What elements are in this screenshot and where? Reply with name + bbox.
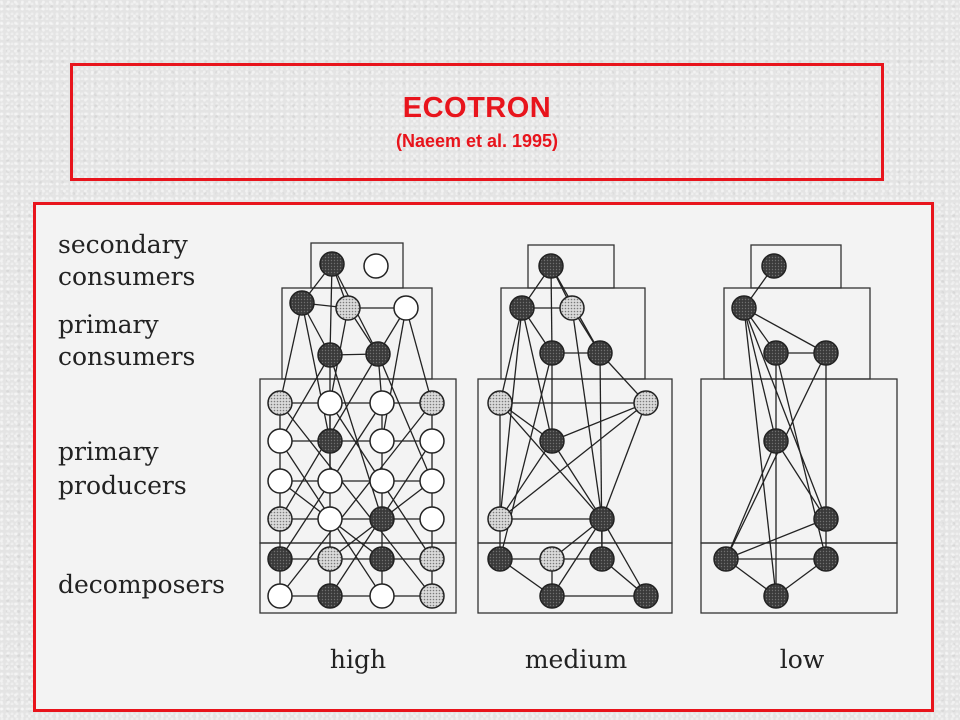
species-node xyxy=(763,428,789,454)
species-node xyxy=(539,583,565,609)
species-node xyxy=(335,295,361,321)
species-node xyxy=(813,340,839,366)
species-node xyxy=(559,295,585,321)
figure-box: secondary consumers primary consumers pr… xyxy=(33,202,934,712)
label-low: low xyxy=(780,645,825,674)
species-node xyxy=(369,546,395,572)
species-node xyxy=(267,390,293,416)
species-node xyxy=(419,468,445,494)
species-node xyxy=(813,546,839,572)
species-node xyxy=(763,340,789,366)
species-node xyxy=(713,546,739,572)
species-node xyxy=(369,506,395,532)
species-node xyxy=(813,506,839,532)
species-node xyxy=(539,546,565,572)
species-node xyxy=(633,583,659,609)
species-node xyxy=(419,390,445,416)
label-producers: producers xyxy=(58,471,187,500)
subtitle: (Naeem et al. 1995) xyxy=(395,131,559,151)
title-box: ECOTRON (Naeem et al. 1995) xyxy=(70,63,884,181)
species-node xyxy=(289,290,315,316)
species-node xyxy=(487,506,513,532)
medium-decomposer-box xyxy=(477,542,673,614)
web-low xyxy=(700,244,898,614)
species-node xyxy=(589,506,615,532)
high-decomposer-box xyxy=(259,542,457,614)
species-node xyxy=(509,295,535,321)
species-node xyxy=(419,428,445,454)
label-primary-2: primary xyxy=(58,437,160,466)
species-node xyxy=(419,546,445,572)
label-high: high xyxy=(330,645,386,674)
species-node xyxy=(267,468,293,494)
species-node xyxy=(393,295,419,321)
species-node xyxy=(369,583,395,609)
low-producer-box xyxy=(700,378,898,544)
species-node xyxy=(319,251,345,277)
species-node xyxy=(369,468,395,494)
species-node xyxy=(317,428,343,454)
label-primary-1: primary xyxy=(58,310,160,339)
species-node xyxy=(539,428,565,454)
species-node xyxy=(369,390,395,416)
species-node xyxy=(538,253,564,279)
label-decomposers: decomposers xyxy=(58,570,225,599)
label-medium: medium xyxy=(525,645,628,674)
species-node xyxy=(267,546,293,572)
species-node xyxy=(761,253,787,279)
species-node xyxy=(317,342,343,368)
species-node xyxy=(419,506,445,532)
food-web-diagram: secondary consumers primary consumers pr… xyxy=(58,230,898,674)
web-high xyxy=(259,242,457,614)
species-node xyxy=(267,506,293,532)
species-node xyxy=(317,468,343,494)
label-secondary: secondary xyxy=(58,230,189,259)
species-node xyxy=(419,583,445,609)
web-medium xyxy=(477,244,673,614)
medium-species xyxy=(487,253,659,609)
species-node xyxy=(317,390,343,416)
species-node xyxy=(365,341,391,367)
species-node xyxy=(317,546,343,572)
high-species xyxy=(267,251,445,609)
species-node xyxy=(633,390,659,416)
species-node xyxy=(267,583,293,609)
species-node xyxy=(487,390,513,416)
species-node xyxy=(317,583,343,609)
low-species xyxy=(713,253,839,609)
species-node xyxy=(363,253,389,279)
title: ECOTRON xyxy=(402,92,552,124)
species-node xyxy=(317,506,343,532)
species-node xyxy=(763,583,789,609)
label-consumers-1: consumers xyxy=(58,262,195,291)
species-node xyxy=(587,340,613,366)
species-node xyxy=(267,428,293,454)
species-node xyxy=(731,295,757,321)
low-links xyxy=(725,265,827,597)
species-node xyxy=(369,428,395,454)
species-node xyxy=(539,340,565,366)
label-consumers-2: consumers xyxy=(58,342,195,371)
low-decomposer-box xyxy=(700,542,898,614)
species-node xyxy=(589,546,615,572)
species-node xyxy=(487,546,513,572)
